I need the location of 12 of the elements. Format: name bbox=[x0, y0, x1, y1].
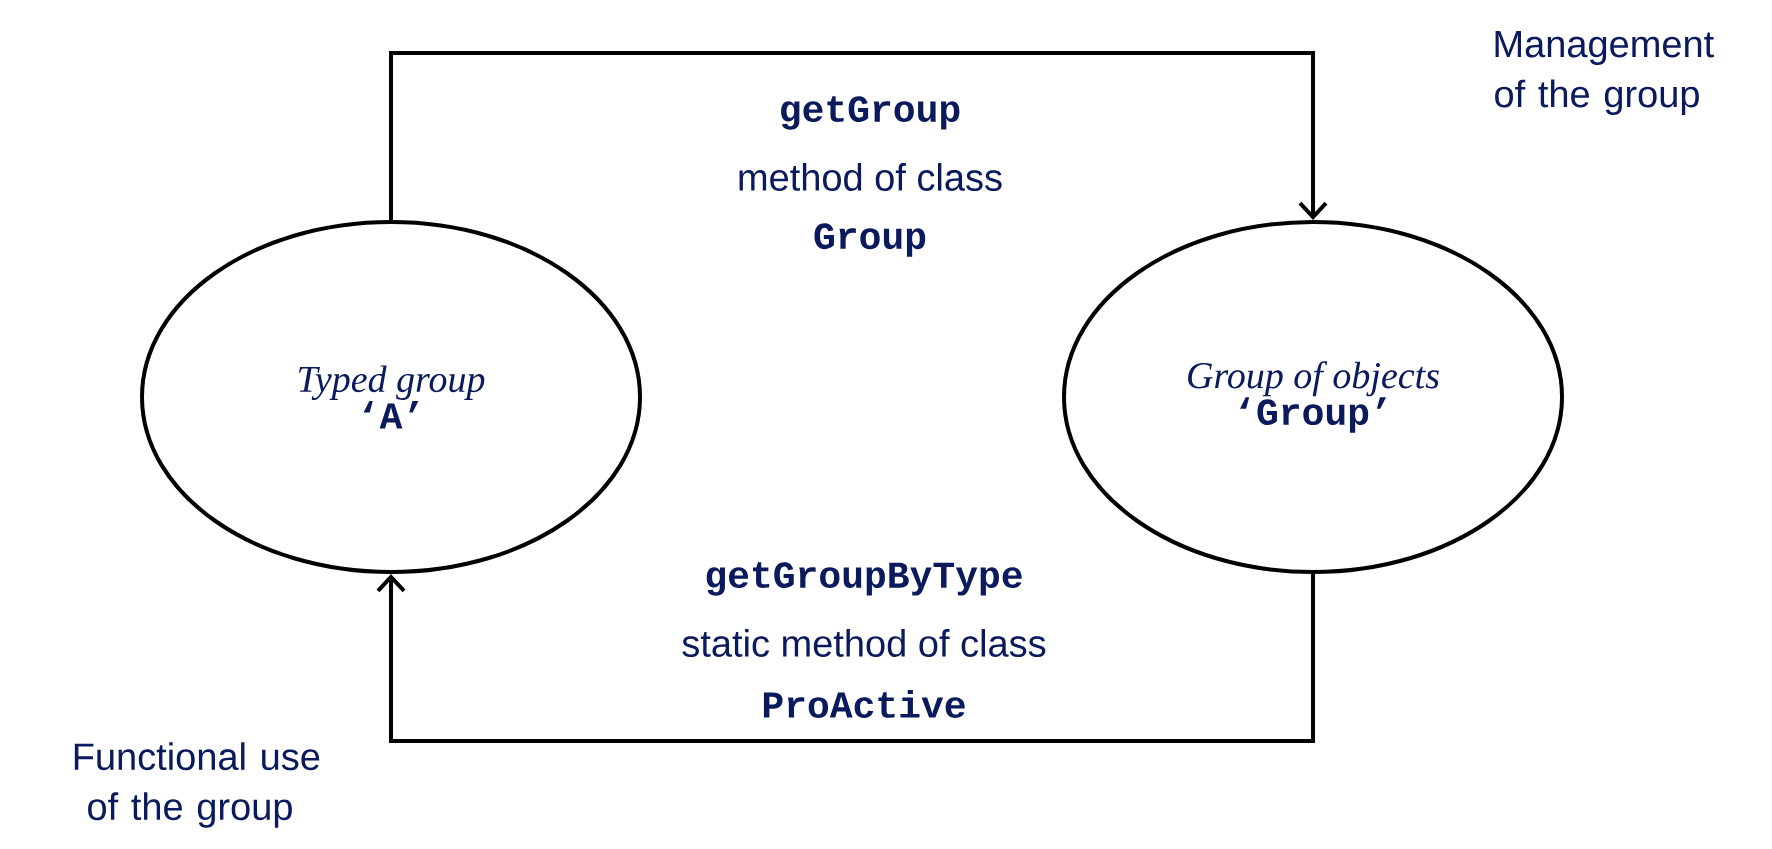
arrow bbox=[376, 574, 1315, 743]
text-label: Functional use of the group bbox=[74, 742, 320, 828]
code-label: ProActive bbox=[763, 690, 965, 718]
arrow bbox=[389, 51, 1328, 220]
code-label: getGroup bbox=[781, 96, 960, 130]
ellipse-node: Typed group ‘A’ bbox=[140, 220, 642, 574]
code-label: getGroupByType bbox=[706, 562, 1022, 596]
code-label: Group bbox=[814, 223, 926, 257]
text-label: static method of class bbox=[682, 629, 1046, 657]
text-label: Management of the group bbox=[1495, 31, 1714, 115]
text-label: method of class bbox=[739, 163, 1002, 191]
ellipse-node: Group of objects ‘Group’ bbox=[1062, 220, 1564, 574]
